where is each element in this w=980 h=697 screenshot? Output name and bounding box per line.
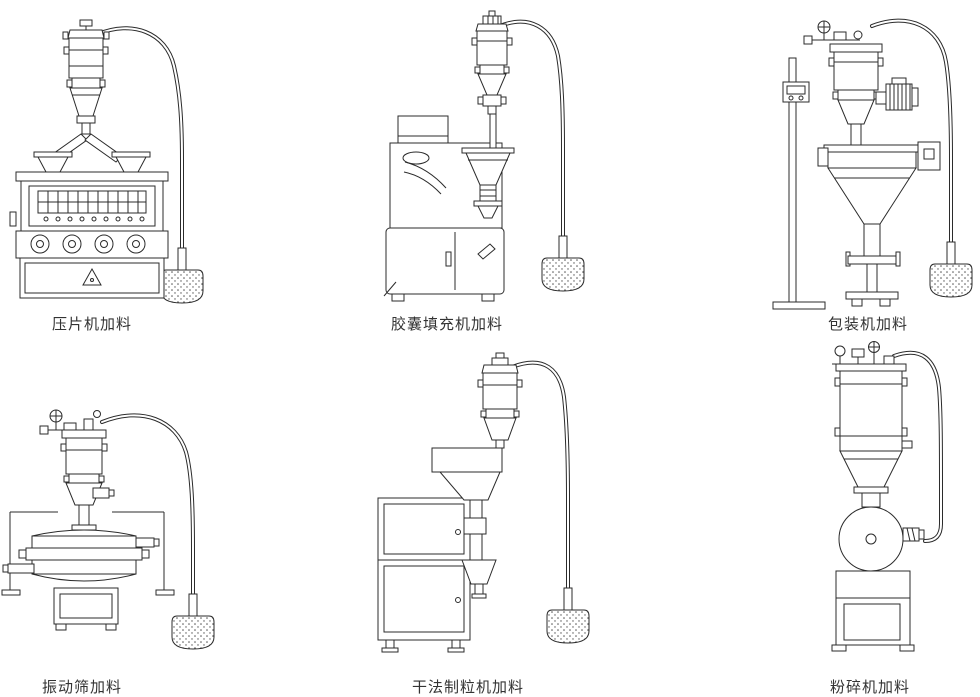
suction-hose	[100, 413, 195, 598]
suction-hose	[892, 350, 943, 543]
sieve-base	[53, 587, 119, 631]
vacuum-feeder	[60, 429, 115, 531]
powder-bin	[546, 587, 590, 644]
support-frame	[1, 511, 175, 596]
valve-assembly	[803, 20, 863, 45]
suction-hose	[510, 360, 570, 590]
mill-chamber	[838, 506, 925, 572]
support-column	[772, 57, 826, 310]
powder-bin	[171, 593, 215, 650]
powder-bin	[929, 241, 973, 298]
figure-packing-machine	[772, 18, 973, 310]
valve-assembly	[832, 341, 900, 365]
suction-hose	[96, 26, 184, 252]
powder-bin	[541, 235, 585, 292]
label-tablet-press-feeding: 压片机加料	[51, 316, 132, 333]
label-pulverizer-feeding: 粉碎机加料	[829, 679, 910, 696]
suction-hose	[870, 18, 953, 246]
feed-duct	[431, 447, 503, 599]
feed-funnel	[461, 113, 515, 219]
vacuum-feeder	[471, 10, 513, 115]
figure-capsule-filler	[383, 10, 585, 302]
suction-hose	[498, 19, 565, 240]
packing-hopper	[817, 141, 941, 307]
y-splitter	[33, 133, 151, 173]
figure-tablet-press	[9, 19, 204, 304]
granulator-cabinet	[377, 497, 471, 653]
vacuum-feeder	[828, 43, 884, 146]
vacuum-feeder	[477, 352, 523, 449]
vacuum-feeder	[62, 19, 110, 135]
sieve-decks	[2, 529, 160, 582]
figure-pulverizer	[831, 341, 943, 652]
label-vibrating-sieve-feeding: 振动筛加料	[41, 679, 122, 696]
figure-vibrating-screen	[1, 409, 215, 650]
tablet-press-machine	[9, 171, 169, 299]
label-dry-granulator-feeding: 干法制粒机加料	[411, 679, 524, 696]
motor	[875, 77, 919, 111]
mill-stand	[831, 570, 915, 652]
figure-dry-granulator	[377, 352, 590, 653]
label-packing-machine-feeding: 包装机加料	[827, 316, 908, 333]
vacuum-hopper	[834, 363, 913, 508]
label-capsule-filling-machine-feeding: 胶囊填充机加料	[390, 316, 503, 333]
